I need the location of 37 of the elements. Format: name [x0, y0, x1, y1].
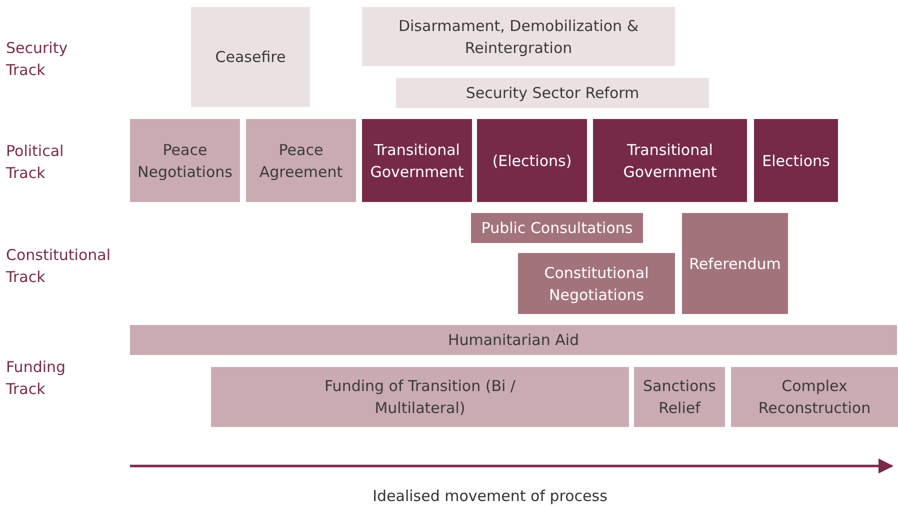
- box-label: Peace Agreement: [258, 140, 344, 182]
- box-label: Transitional Government: [369, 140, 465, 182]
- box-label: (Elections): [492, 150, 572, 172]
- box-label: Transitional Government: [622, 140, 718, 182]
- process-box: [477, 119, 587, 202]
- process-box: [211, 367, 629, 427]
- process-box: [731, 367, 898, 427]
- process-box: [191, 7, 310, 107]
- process-box: [634, 367, 725, 427]
- box-label: Complex Reconstruction: [757, 376, 872, 419]
- track-label: Political Track: [6, 141, 65, 184]
- process-box: [362, 119, 472, 202]
- box-label: Elections: [762, 150, 830, 172]
- axis-caption: Idealised movement of process: [372, 486, 608, 507]
- process-box: [246, 119, 356, 202]
- process-box: [130, 119, 240, 202]
- track-label: Funding Track: [6, 357, 67, 400]
- process-box: [682, 213, 788, 314]
- box-label: Public Consultations: [481, 218, 633, 239]
- process-box: [130, 325, 897, 355]
- process-box: [362, 7, 675, 66]
- box-label: Security Sector Reform: [466, 83, 640, 104]
- process-box: [471, 213, 643, 243]
- process-box: [754, 119, 838, 202]
- process-box: [518, 253, 675, 314]
- box-label: Referendum: [689, 254, 781, 274]
- box-label: Peace Negotiations: [136, 140, 234, 182]
- track-label: Constitutional Track: [6, 245, 112, 288]
- box-label: Funding of Transition (Bi / Multilateral): [324, 376, 516, 419]
- box-label: Ceasefire: [215, 47, 286, 68]
- process-box: [396, 78, 709, 108]
- box-label: Constitutional Negotiations: [543, 262, 650, 306]
- box-label: Disarmament, Demobilization & Reintergration: [397, 16, 640, 58]
- track-label: Security Track: [6, 38, 69, 81]
- box-label: Humanitarian Aid: [448, 330, 580, 351]
- process-box: [593, 119, 747, 202]
- box-label: Sanctions Relief: [642, 376, 717, 419]
